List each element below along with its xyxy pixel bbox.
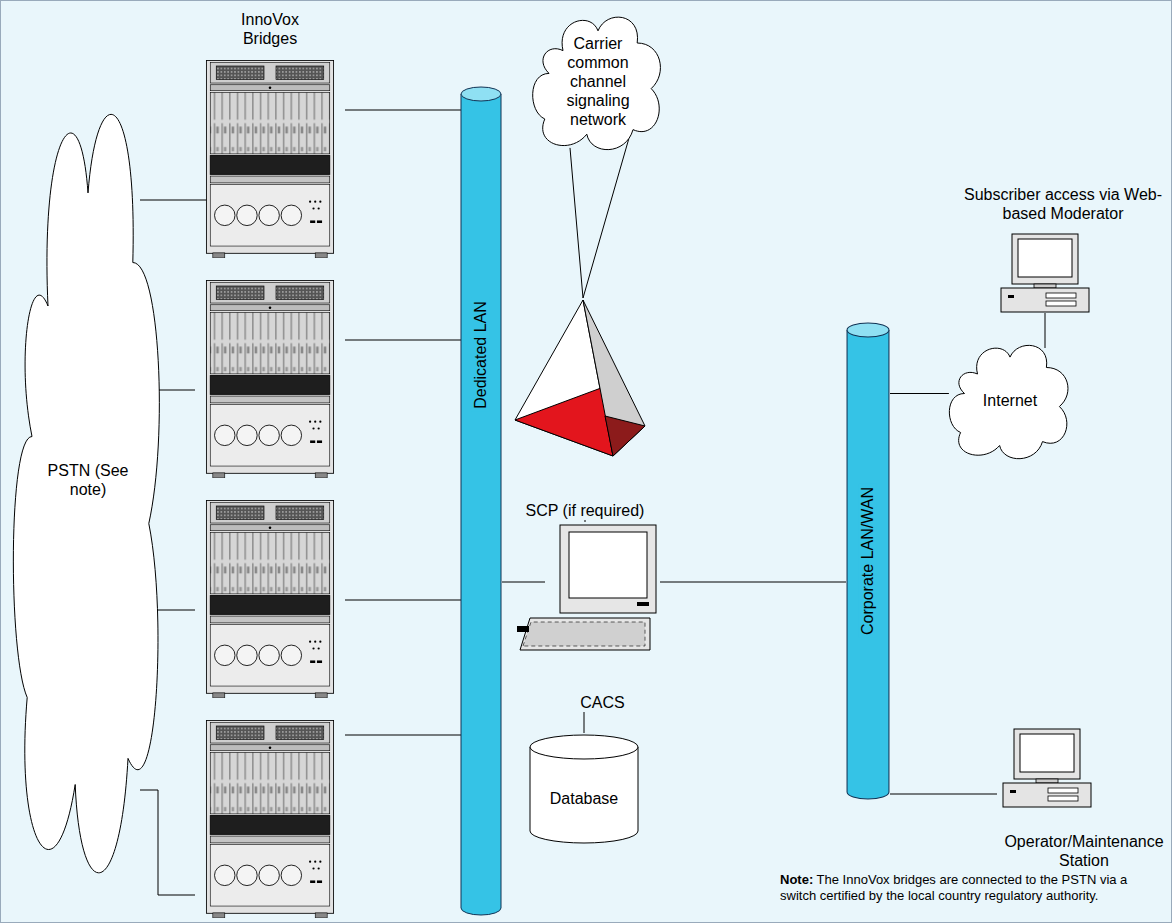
bridge-rack bbox=[206, 500, 333, 698]
internet-cloud: Internet bbox=[945, 335, 1075, 465]
node-shape bbox=[8, 45, 168, 915]
bridge-rack bbox=[206, 280, 333, 478]
scp-pyramid: SCP (if required) bbox=[505, 298, 665, 520]
connector-line bbox=[502, 582, 545, 583]
note-body: The InnoVox bridges are connected to the… bbox=[780, 872, 1127, 903]
connector-line bbox=[584, 712, 585, 733]
bridge-rack bbox=[206, 60, 333, 258]
node-shape bbox=[505, 298, 665, 520]
bridge-rack bbox=[206, 720, 333, 918]
group-label: InnoVox Bridges bbox=[220, 10, 320, 48]
connector-line bbox=[890, 393, 949, 394]
node-label: SCP (if required) bbox=[526, 501, 645, 520]
node-label: Dedicated LAN bbox=[472, 298, 490, 412]
node-label: Corporate LAN/WAN bbox=[859, 484, 877, 638]
connector-line bbox=[890, 794, 997, 795]
pstn-cloud: PSTN (See note) bbox=[8, 45, 168, 915]
node-shape bbox=[955, 185, 1171, 313]
connector-line bbox=[1045, 313, 1046, 348]
node-label: Database bbox=[550, 789, 619, 808]
note-text: Note: The InnoVox bridges are connected … bbox=[780, 872, 1152, 904]
node-shape bbox=[528, 733, 640, 845]
signaling-cloud: Carrier common channel signaling network bbox=[528, 5, 668, 157]
cacs-computer: CACS bbox=[545, 522, 660, 712]
node-label: PSTN (See note) bbox=[33, 461, 143, 499]
operator-pc: Operator/Maintenance Station bbox=[997, 728, 1171, 870]
node-label: CACS bbox=[580, 693, 624, 712]
node-shape bbox=[545, 522, 660, 712]
lan-cylinder: Dedicated LAN bbox=[460, 86, 502, 916]
database-cylinder: Database bbox=[528, 733, 640, 845]
wan-cylinder: Corporate LAN/WAN bbox=[846, 322, 890, 800]
node-label: Internet bbox=[983, 391, 1037, 410]
connector-line bbox=[585, 520, 586, 522]
note-heading: Note: bbox=[780, 872, 813, 887]
node-label: Operator/Maintenance Station bbox=[1000, 832, 1168, 870]
node-label: Subscriber access via Web-based Moderato… bbox=[958, 185, 1168, 223]
subscriber-pc: Subscriber access via Web-based Moderato… bbox=[955, 185, 1171, 313]
node-shape bbox=[460, 86, 502, 916]
node-label: Carrier common channel signaling network bbox=[550, 34, 646, 129]
connector-line bbox=[660, 582, 846, 583]
connector-line bbox=[570, 139, 629, 298]
